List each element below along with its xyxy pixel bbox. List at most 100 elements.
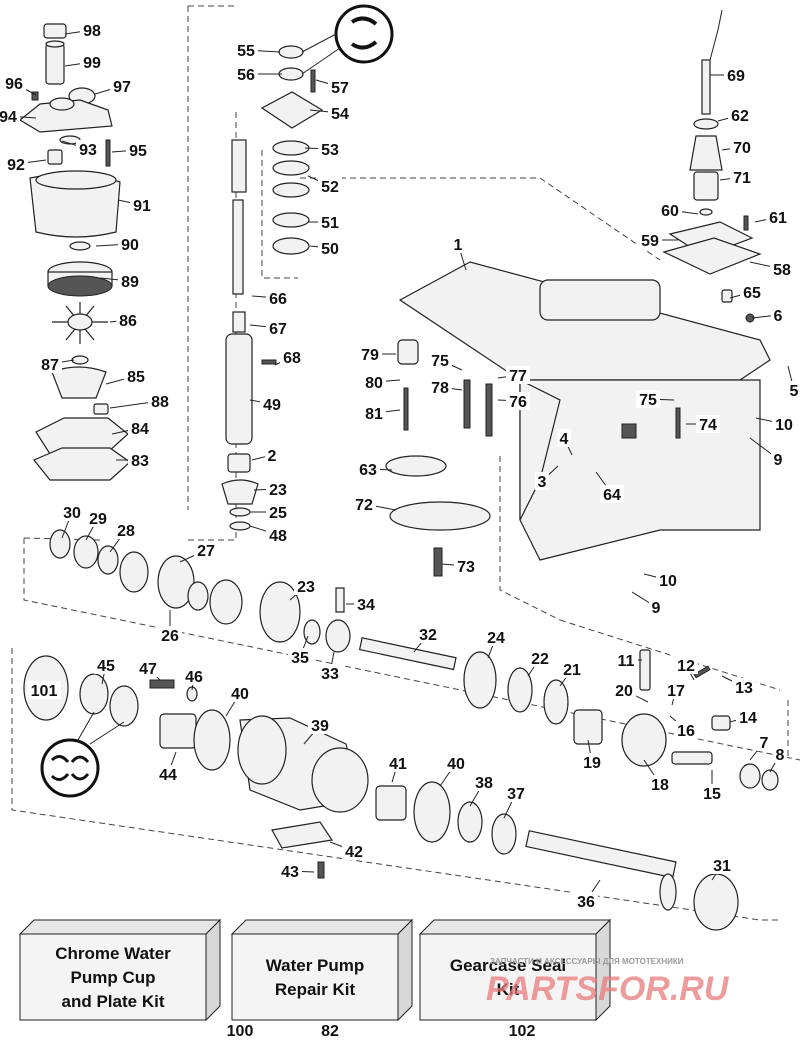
callout-label: 97 xyxy=(113,79,131,96)
callout-label: 41 xyxy=(389,756,407,773)
seal-inset-icons xyxy=(40,4,394,798)
seal-inset-bottom-icon xyxy=(40,738,100,798)
callout-label: 3 xyxy=(538,474,547,491)
callout-label-bg xyxy=(730,138,754,156)
callout-label-bg xyxy=(700,784,724,802)
callout-label-bg xyxy=(266,526,290,544)
callout-label: 75 xyxy=(639,392,657,409)
callout-label: 89 xyxy=(121,274,139,291)
callout-label-bg xyxy=(38,355,62,373)
callout-label-bg xyxy=(234,65,258,83)
callout-label-bg xyxy=(614,651,638,669)
callout-label-bg xyxy=(757,733,771,751)
callout-label-bg xyxy=(328,78,352,96)
callout-label-bg xyxy=(428,351,452,369)
callout-label-bg xyxy=(130,196,154,214)
seal-inset-top-icon xyxy=(334,4,394,64)
callout-label-bg xyxy=(472,773,496,791)
callout-label-bg xyxy=(638,231,662,249)
callout-label: 65 xyxy=(743,285,761,302)
callout-label-bg xyxy=(318,213,342,231)
callout-label: 25 xyxy=(269,505,287,522)
water-pump-group xyxy=(18,23,131,481)
callout-label-bg xyxy=(118,235,142,253)
callout-label: 34 xyxy=(357,597,375,614)
callout-label: 33 xyxy=(321,666,339,683)
callout-label: 99 xyxy=(83,55,101,72)
callout-label: 42 xyxy=(345,844,363,861)
callout-label-bg xyxy=(428,378,452,396)
callout-label: 55 xyxy=(237,43,255,60)
callout-label: 94 xyxy=(0,109,17,126)
callout-label: 23 xyxy=(269,482,287,499)
callout-label: 53 xyxy=(321,142,339,159)
callout-label-bg xyxy=(352,495,376,513)
callout-label: 13 xyxy=(735,680,753,697)
callout-label: 54 xyxy=(331,106,349,123)
callout-label-bg xyxy=(318,664,342,682)
callout-label: 44 xyxy=(159,767,177,784)
callout-label-bg xyxy=(574,892,598,910)
callout-label-bg xyxy=(772,415,796,433)
callout-label-bg xyxy=(156,765,180,783)
callout-label-bg xyxy=(260,395,284,413)
callout-label-bg xyxy=(280,348,304,366)
callout-label-bg xyxy=(118,272,142,290)
callout-label-bg xyxy=(27,681,61,699)
callout-label: 69 xyxy=(727,68,745,85)
callout-label: 85 xyxy=(127,369,145,386)
kit-number: 82 xyxy=(321,1023,339,1040)
callout-label: 2 xyxy=(268,448,277,465)
callout-label: 7 xyxy=(760,735,769,752)
callout-label-bg xyxy=(787,381,800,399)
callout-label: 39 xyxy=(311,718,329,735)
callout-label-bg xyxy=(266,480,290,498)
callout-label-bg xyxy=(110,77,134,95)
callout-label-bg xyxy=(342,842,366,860)
callout-label-bg xyxy=(557,429,571,447)
callout-label: 10 xyxy=(659,573,677,590)
callout-label-bg xyxy=(80,21,104,39)
callout-label: 48 xyxy=(269,528,287,545)
callout-label: 8 xyxy=(776,747,785,764)
kit-label-line: Water Pump xyxy=(266,956,365,975)
callout-label-bg xyxy=(128,419,152,437)
callout-label: 20 xyxy=(615,683,633,700)
callout-label: 79 xyxy=(361,347,379,364)
callout-label: 67 xyxy=(269,321,287,338)
callout-label-bg xyxy=(506,392,530,410)
gear-train-group xyxy=(49,529,779,791)
callout-label: 76 xyxy=(509,394,527,411)
callout-label: 9 xyxy=(652,600,661,617)
callout-label: 64 xyxy=(603,487,621,504)
callout-label: 84 xyxy=(131,421,149,438)
callout-label: 1 xyxy=(454,237,463,254)
callout-label-bg xyxy=(771,450,785,468)
callout-label-bg xyxy=(696,415,720,433)
callout-label-bg xyxy=(266,289,290,307)
callout-label-bg xyxy=(124,367,148,385)
callout-label-bg xyxy=(600,485,624,503)
callout-label: 19 xyxy=(583,755,601,772)
callout-label-bg xyxy=(771,306,785,324)
watermark: ЗАПЧАСТИ И АКСЕССУАРЫ ДЛЯ МОТОТЕХНИКИ PA… xyxy=(486,957,730,1008)
callout-label-bg xyxy=(724,66,748,84)
callout-label-bg xyxy=(318,239,342,257)
callout-label: 10 xyxy=(775,417,793,434)
callout-label-bg xyxy=(773,745,787,763)
callout-label: 87 xyxy=(41,357,59,374)
callout-label: 26 xyxy=(161,628,179,645)
callout-label: 88 xyxy=(151,394,169,411)
kit-label-line: Pump Cup xyxy=(71,968,156,987)
callout-label: 75 xyxy=(431,353,449,370)
callout-label: 101 xyxy=(31,683,58,700)
callout-label-bg xyxy=(636,390,660,408)
kit-number: 102 xyxy=(509,1023,536,1040)
callout-label-bg xyxy=(234,41,258,59)
callout-label: 45 xyxy=(97,658,115,675)
callout-label: 43 xyxy=(281,864,299,881)
kit-label-line: Gearcase Seal xyxy=(450,956,566,975)
